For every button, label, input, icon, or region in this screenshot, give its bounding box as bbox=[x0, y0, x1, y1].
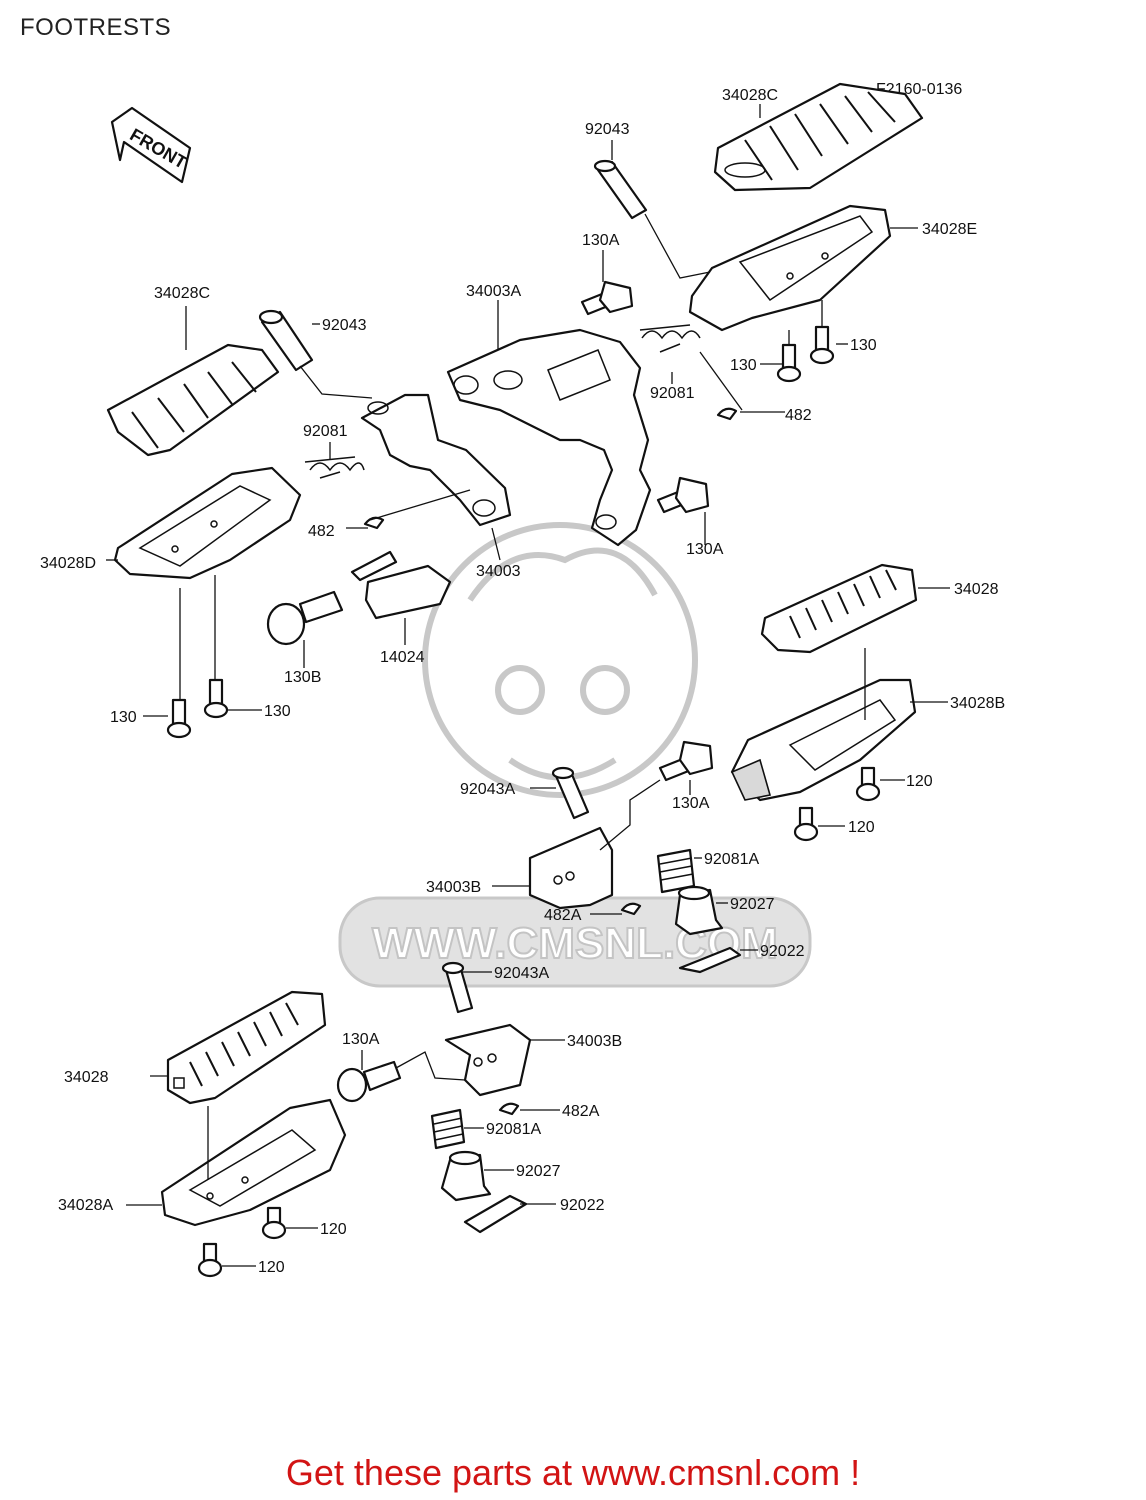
footrest-34028e bbox=[688, 204, 892, 332]
screw-120-right-a bbox=[855, 766, 881, 802]
part-label: 130A bbox=[686, 541, 724, 558]
spring-92081-left bbox=[304, 456, 365, 479]
footrest-rubber-34028c-right bbox=[713, 82, 924, 192]
footrest-rubber-34028-left bbox=[166, 990, 327, 1105]
screw-120-bottom-a bbox=[261, 1206, 287, 1240]
part-label: 92022 bbox=[760, 943, 805, 960]
bolt-130-left-a bbox=[166, 698, 192, 739]
part-label: 34028A bbox=[58, 1197, 113, 1214]
part-label: 120 bbox=[848, 819, 875, 836]
part-label: 34003 bbox=[476, 563, 521, 580]
part-label: 34003B bbox=[567, 1033, 622, 1050]
part-label: 92043 bbox=[322, 317, 367, 334]
part-label: 130B bbox=[284, 669, 321, 686]
bolt-130a-top bbox=[580, 280, 634, 316]
part-label: 130A bbox=[672, 795, 710, 812]
part-label: 482 bbox=[308, 523, 335, 540]
part-label: 92043 bbox=[585, 121, 630, 138]
front-arrow-icon: FRONT bbox=[110, 106, 192, 184]
footrest-34028a bbox=[160, 1098, 347, 1227]
part-labels: 34028C 92043 34028E 130A 34003A 130 130 … bbox=[40, 87, 1005, 1276]
part-label: 34028B bbox=[950, 695, 1005, 712]
part-label: 130 bbox=[264, 703, 291, 720]
spring-92081a-lower bbox=[430, 1108, 466, 1150]
collar-92027-lower bbox=[440, 1150, 492, 1202]
part-label: 130A bbox=[342, 1031, 380, 1048]
part-label: 34028C bbox=[722, 87, 778, 104]
pin-92043-left bbox=[258, 309, 314, 372]
bolt-130a-bottom bbox=[336, 1060, 402, 1103]
part-label: 34028 bbox=[954, 581, 999, 598]
part-label: 482A bbox=[544, 907, 582, 924]
part-label: 92081 bbox=[303, 423, 348, 440]
bolt-130-left-b bbox=[203, 678, 229, 719]
part-label: 34028 bbox=[64, 1069, 109, 1086]
clip-482a-upper bbox=[620, 902, 642, 916]
part-label: 120 bbox=[258, 1259, 285, 1276]
spring-92081-right bbox=[639, 324, 701, 353]
part-label: 34003B bbox=[426, 879, 481, 896]
part-label: 120 bbox=[320, 1221, 347, 1238]
footrest-34028d bbox=[113, 466, 302, 580]
part-label: 120 bbox=[906, 773, 933, 790]
bolt-130a-mid bbox=[656, 476, 710, 514]
spring-92081a-upper bbox=[656, 848, 696, 894]
part-label: 130 bbox=[850, 337, 877, 354]
part-label: 130A bbox=[582, 232, 620, 249]
part-label: 130 bbox=[110, 709, 137, 726]
part-label: 482A bbox=[562, 1103, 600, 1120]
bracket-34003 bbox=[360, 393, 512, 527]
washer-92022-lower bbox=[463, 1194, 528, 1234]
clip-482a-lower bbox=[498, 1102, 520, 1116]
page-title: FOOTRESTS bbox=[20, 14, 172, 41]
bolt-130a-lower bbox=[658, 740, 714, 782]
footrest-rubber-34028-right bbox=[760, 563, 918, 654]
bolt-130-right-a bbox=[776, 343, 802, 383]
pin-92043a-lower bbox=[441, 961, 474, 1014]
footrest-34028b bbox=[730, 678, 917, 802]
bracket-34003a bbox=[446, 328, 652, 547]
bolt-130b bbox=[266, 590, 344, 646]
part-label: 92022 bbox=[560, 1197, 605, 1214]
bracket-34003b-lower bbox=[444, 1023, 532, 1097]
clip-482-right bbox=[716, 407, 738, 421]
part-label: 92081A bbox=[486, 1121, 541, 1138]
footer-link[interactable]: Get these parts at www.cmsnl.com ! bbox=[285, 1452, 861, 1493]
part-label: 482 bbox=[785, 407, 812, 424]
bolt-130-right-b bbox=[809, 325, 835, 365]
part-label: 14024 bbox=[380, 649, 425, 666]
part-label: 34028E bbox=[922, 221, 977, 238]
leader-lines bbox=[106, 104, 950, 1267]
footrest-rubber-34028c-left bbox=[106, 343, 280, 457]
part-label: 34028C bbox=[154, 285, 210, 302]
switch-14024 bbox=[350, 550, 452, 620]
part-label: 92043A bbox=[460, 781, 515, 798]
bracket-34003b-upper bbox=[528, 826, 614, 910]
screw-120-bottom-b bbox=[197, 1242, 223, 1278]
part-label: 92081A bbox=[704, 851, 759, 868]
part-label: 34028D bbox=[40, 555, 96, 572]
washer-92022-upper bbox=[678, 946, 742, 974]
part-label: 92027 bbox=[730, 896, 775, 913]
part-label: 92027 bbox=[516, 1163, 561, 1180]
part-label: 92081 bbox=[650, 385, 695, 402]
part-label: 92043A bbox=[494, 965, 549, 982]
collar-92027-upper bbox=[674, 885, 724, 936]
screw-120-right-b bbox=[793, 806, 819, 842]
part-label: 34003A bbox=[466, 283, 521, 300]
pin-92043-right bbox=[593, 159, 648, 220]
part-label: 130 bbox=[730, 357, 757, 374]
pin-92043a-upper bbox=[551, 766, 590, 820]
